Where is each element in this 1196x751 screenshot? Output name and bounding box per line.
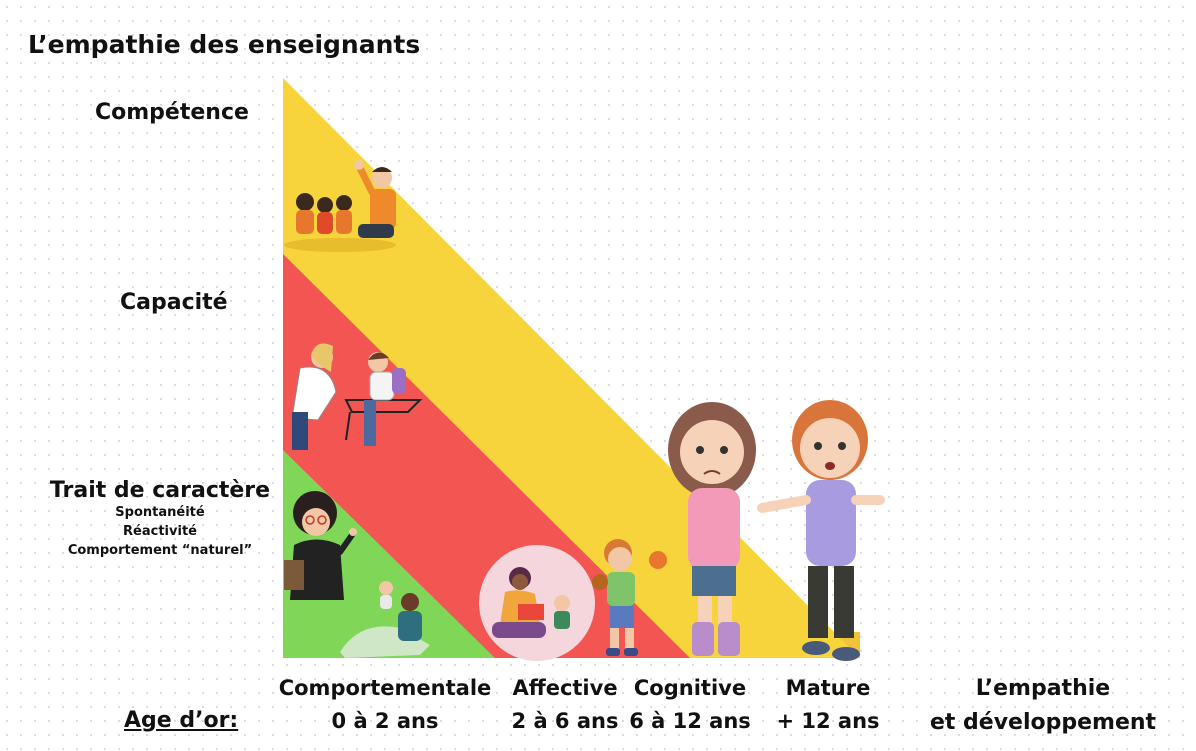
stage-affective: Affective 2 à 6 ans	[502, 672, 628, 738]
development-label: L’empathie et développement	[918, 672, 1168, 740]
boy-with-puppets-icon	[592, 539, 667, 656]
golden-age-label: Age d’or:	[124, 708, 239, 733]
stage-name: Mature	[785, 676, 871, 700]
teacher-with-book-icon	[284, 491, 357, 600]
stage-age: + 12 ans	[776, 709, 880, 733]
level-trait: Trait de caractère Spontanéité Réactivit…	[20, 478, 300, 560]
diagram-title: L’empathie des enseignants	[28, 30, 421, 59]
stage-comportementale: Comportementale 0 à 2 ans	[268, 672, 502, 738]
girl-comforting-icon	[757, 400, 885, 661]
stage-age: 2 à 6 ans	[511, 709, 619, 733]
trait-band	[283, 450, 495, 658]
level-competence: Compétence	[95, 100, 249, 125]
stage-name: Affective	[512, 676, 618, 700]
stage-name: Cognitive	[633, 676, 747, 700]
stage-cognitive: Cognitive 6 à 12 ans	[626, 672, 754, 738]
parent-with-baby-icon	[340, 581, 430, 658]
stage-age: 6 à 12 ans	[629, 709, 751, 733]
trait-item-reactivite: Réactivité	[123, 524, 197, 539]
level-capacite: Capacité	[120, 290, 228, 315]
teacher-helping-student-icon	[291, 343, 423, 450]
trait-item-comportement: Comportement “naturel”	[67, 543, 253, 558]
stage-mature: Mature + 12 ans	[766, 672, 890, 738]
development-line1: L’empathie	[975, 676, 1111, 701]
sad-girl-icon	[668, 402, 756, 656]
stage-name: Comportementale	[278, 676, 492, 700]
trait-title: Trait de caractère	[49, 478, 271, 503]
teacher-with-children-icon	[284, 160, 396, 252]
trait-item-spontaneite: Spontanéité	[115, 505, 205, 520]
development-line2: et développement	[929, 710, 1157, 735]
mother-reading-icon	[479, 545, 595, 661]
stage-age: 0 à 2 ans	[331, 709, 439, 733]
